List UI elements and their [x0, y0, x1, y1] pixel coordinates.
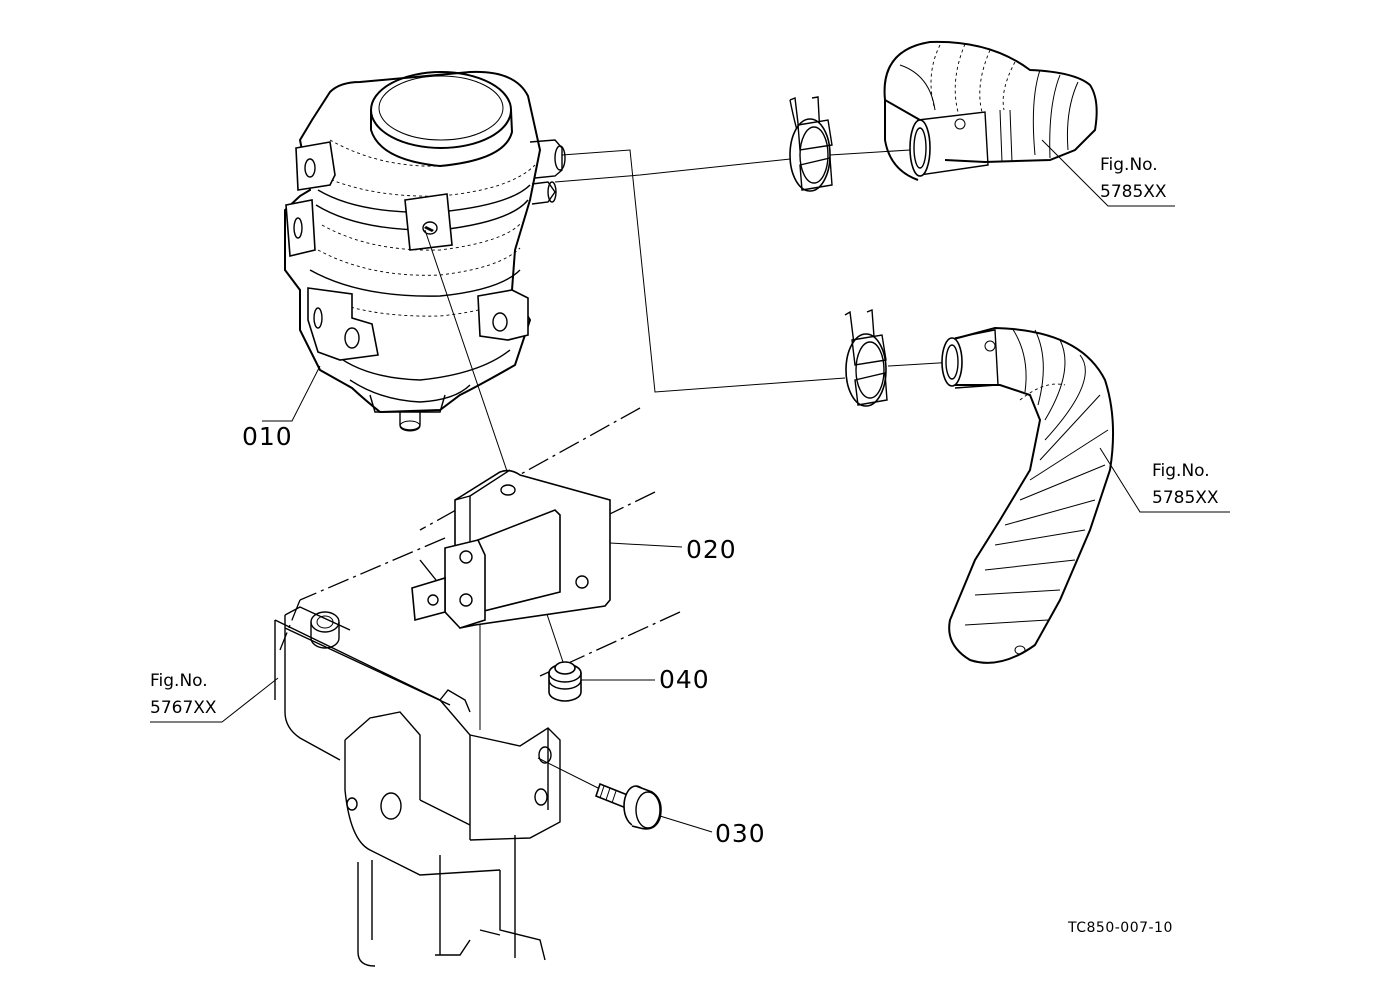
figure-reference-frame: Fig.No. 5767XX — [150, 668, 217, 722]
figure-reference-title: Fig.No. — [1100, 155, 1158, 175]
figure-reference-number: 5785XX — [1100, 182, 1167, 202]
figure-reference-title: Fig.No. — [1152, 461, 1210, 481]
part-label-030: 030 — [715, 819, 766, 848]
drawing-code: TC850-007-10 — [1068, 920, 1173, 936]
figure-reference-title: Fig.No. — [150, 671, 208, 691]
mounting-frame-drawing — [274, 407, 681, 967]
frame-figure-leader — [150, 677, 279, 723]
part-label-040: 040 — [659, 665, 710, 694]
bracket-drawing — [411, 469, 683, 629]
flange-bolt-040-drawing — [548, 661, 655, 702]
figure-reference-upper-hose: Fig.No. 5785XX — [1100, 152, 1167, 206]
figure-reference-number: 5767XX — [150, 698, 217, 718]
figure-reference-lower-hose: Fig.No. 5785XX — [1152, 458, 1219, 512]
figure-reference-number: 5785XX — [1152, 488, 1219, 508]
lower-hose-drawing — [941, 326, 1230, 664]
hose-clamp-lower-drawing — [844, 308, 888, 407]
part-label-010: 010 — [242, 422, 293, 451]
upper-hose-drawing — [883, 40, 1175, 207]
part-label-020: 020 — [686, 535, 737, 564]
air-cleaner-assembly-drawing — [262, 70, 566, 432]
hose-clamp-upper-drawing — [789, 96, 833, 192]
flange-bolt-030-drawing — [595, 782, 713, 833]
